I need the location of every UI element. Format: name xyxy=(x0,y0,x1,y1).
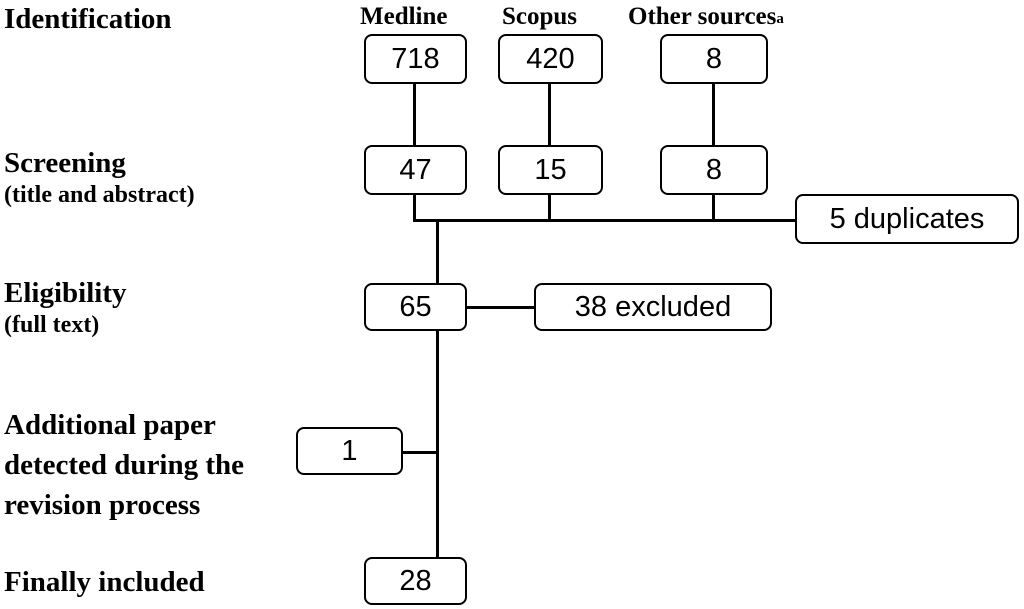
box-additional: 1 xyxy=(296,427,403,475)
source-scopus-heading: Scopus xyxy=(502,3,578,30)
stage-screening-subtitle: (title and abstract) xyxy=(4,182,195,208)
connector-scopus-identified-to-screened xyxy=(548,84,551,146)
box-scopus-screened: 15 xyxy=(498,145,603,195)
connector-eligible-to-included xyxy=(436,329,439,559)
box-medline-screened: 47 xyxy=(364,145,467,195)
box-medline-identified: 718 xyxy=(364,34,467,84)
stage-eligibility-label: Eligibility (full text) xyxy=(4,276,126,340)
stage-screening-title: Screening xyxy=(4,147,126,179)
box-scopus-identified: 420 xyxy=(498,34,603,84)
connector-other-screened-down xyxy=(712,194,715,221)
source-other-footnote: a xyxy=(776,11,784,27)
stage-finally-included-label: Finally included xyxy=(4,566,205,598)
connector-eligible-to-excluded xyxy=(466,306,536,309)
source-medline-heading: Medline xyxy=(360,3,448,30)
connector-additional-to-main xyxy=(402,451,438,454)
box-other-identified: 8 xyxy=(660,34,768,84)
box-duplicates: 5 duplicates xyxy=(795,194,1019,244)
source-other-heading: Other sourcesa xyxy=(628,2,784,32)
stage-eligibility-subtitle: (full text) xyxy=(4,312,100,338)
connector-scopus-screened-down xyxy=(548,194,551,221)
box-eligible: 65 xyxy=(364,283,467,331)
connector-medline-screened-down xyxy=(413,194,416,221)
connector-other-identified-to-screened xyxy=(712,84,715,146)
connector-medline-identified-to-screened xyxy=(413,84,416,146)
box-excluded: 38 excluded xyxy=(534,283,772,331)
connector-merge-horizontal xyxy=(413,219,797,222)
stage-eligibility-title: Eligibility xyxy=(4,277,127,309)
stage-identification-label: Identification xyxy=(4,3,172,35)
box-other-screened: 8 xyxy=(660,145,768,195)
stage-screening-label: Screening (title and abstract) xyxy=(4,146,195,210)
source-other-heading-text: Other sources xyxy=(628,3,777,30)
stage-additional-label: Additional paper detected during the rev… xyxy=(4,409,245,521)
connector-merge-to-eligible xyxy=(436,219,439,286)
box-included: 28 xyxy=(364,557,467,605)
